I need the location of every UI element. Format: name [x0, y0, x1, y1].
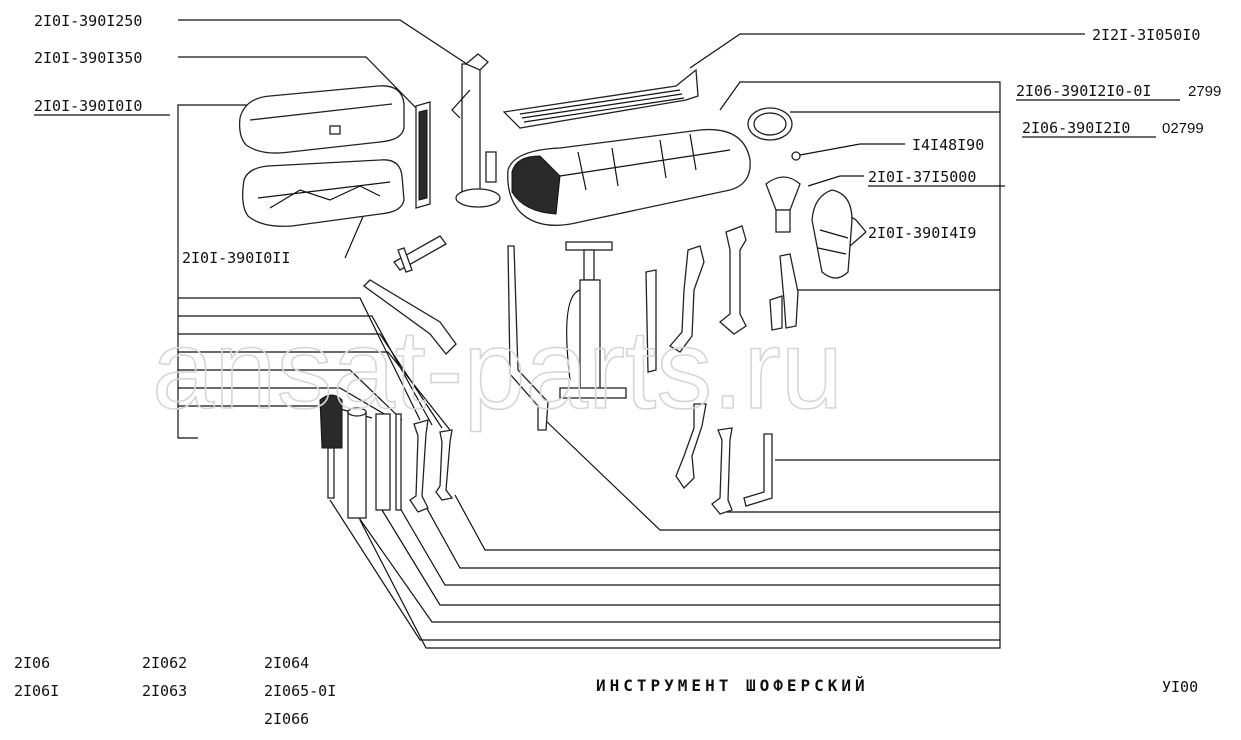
- spark-socket-wrench: [393, 235, 447, 273]
- callout-2799: 2799: [1188, 83, 1221, 100]
- double-open-wrench: [409, 419, 429, 513]
- double-open-wrench-2: [435, 429, 454, 501]
- model-21063: 2I063: [142, 682, 187, 700]
- wheel-wrench: [363, 279, 457, 355]
- callout-2106-3901210: 2I06-390I2I0: [1022, 119, 1130, 137]
- model-2106: 2I06: [14, 654, 50, 672]
- screwdriver-flat: [645, 269, 657, 373]
- spare-wheel-bracket: [502, 68, 699, 129]
- pliers: [769, 253, 799, 331]
- brace-holder: [415, 101, 431, 209]
- screwdriver: [319, 394, 343, 499]
- open-wrench-2: [711, 427, 733, 515]
- tube-socket: [347, 407, 367, 519]
- watermark: ansat-parts.ru: [152, 307, 843, 432]
- bulb: [791, 151, 801, 161]
- callout-2101-3901419: 2I0I-390I4I9: [868, 224, 976, 242]
- crank-handle: [507, 245, 549, 431]
- callout-2101-3901010: 2I0I-390I0I0: [34, 97, 142, 115]
- open-wrench: [718, 225, 747, 335]
- offset-wrench-2: [675, 403, 707, 490]
- bulb-kit: [811, 189, 853, 279]
- model-21061: 2I06I: [14, 682, 59, 700]
- feeler-blade: [395, 413, 402, 511]
- page-code: УI00: [1162, 678, 1198, 696]
- spark-plug-socket: [375, 413, 391, 511]
- model-21064: 2I064: [264, 654, 309, 672]
- callout-2101-3901350: 2I0I-390I350: [34, 49, 142, 67]
- leader-lines: [177, 19, 1085, 649]
- hose: [747, 107, 793, 141]
- callout-14148190: I4I48I90: [912, 136, 984, 154]
- tool-box-lid: [238, 85, 405, 154]
- tyre-pump: [559, 241, 627, 399]
- jack: [451, 53, 501, 208]
- callout-2101-3901250: 2I0I-390I250: [34, 12, 142, 30]
- tool-bag: [507, 128, 751, 226]
- callout-02799: 02799: [1162, 120, 1204, 137]
- inspection-lamp: [765, 176, 801, 233]
- page-title: ИНСТРУМЕНТ ШОФЕРСКИЙ: [596, 676, 869, 695]
- callout-2106-3901210-01: 2I06-390I2I0-0I: [1016, 82, 1151, 100]
- callout-2101-3715000: 2I0I-37I5000: [868, 168, 976, 186]
- hex-key: [743, 433, 773, 507]
- model-21066: 2I066: [264, 710, 309, 728]
- callout-2121-3105010: 2I2I-3I050I0: [1092, 26, 1200, 44]
- offset-wrench: [669, 245, 705, 353]
- tool-box-base: [242, 159, 405, 227]
- callout-2101-3901011: 2I0I-390I0II: [182, 249, 290, 267]
- model-21062: 2I062: [142, 654, 187, 672]
- model-21065-01: 2I065-0I: [264, 682, 336, 700]
- model-list: 2I06 2I06I 2I062 2I063 2I064 2I065-0I 2I…: [14, 654, 336, 728]
